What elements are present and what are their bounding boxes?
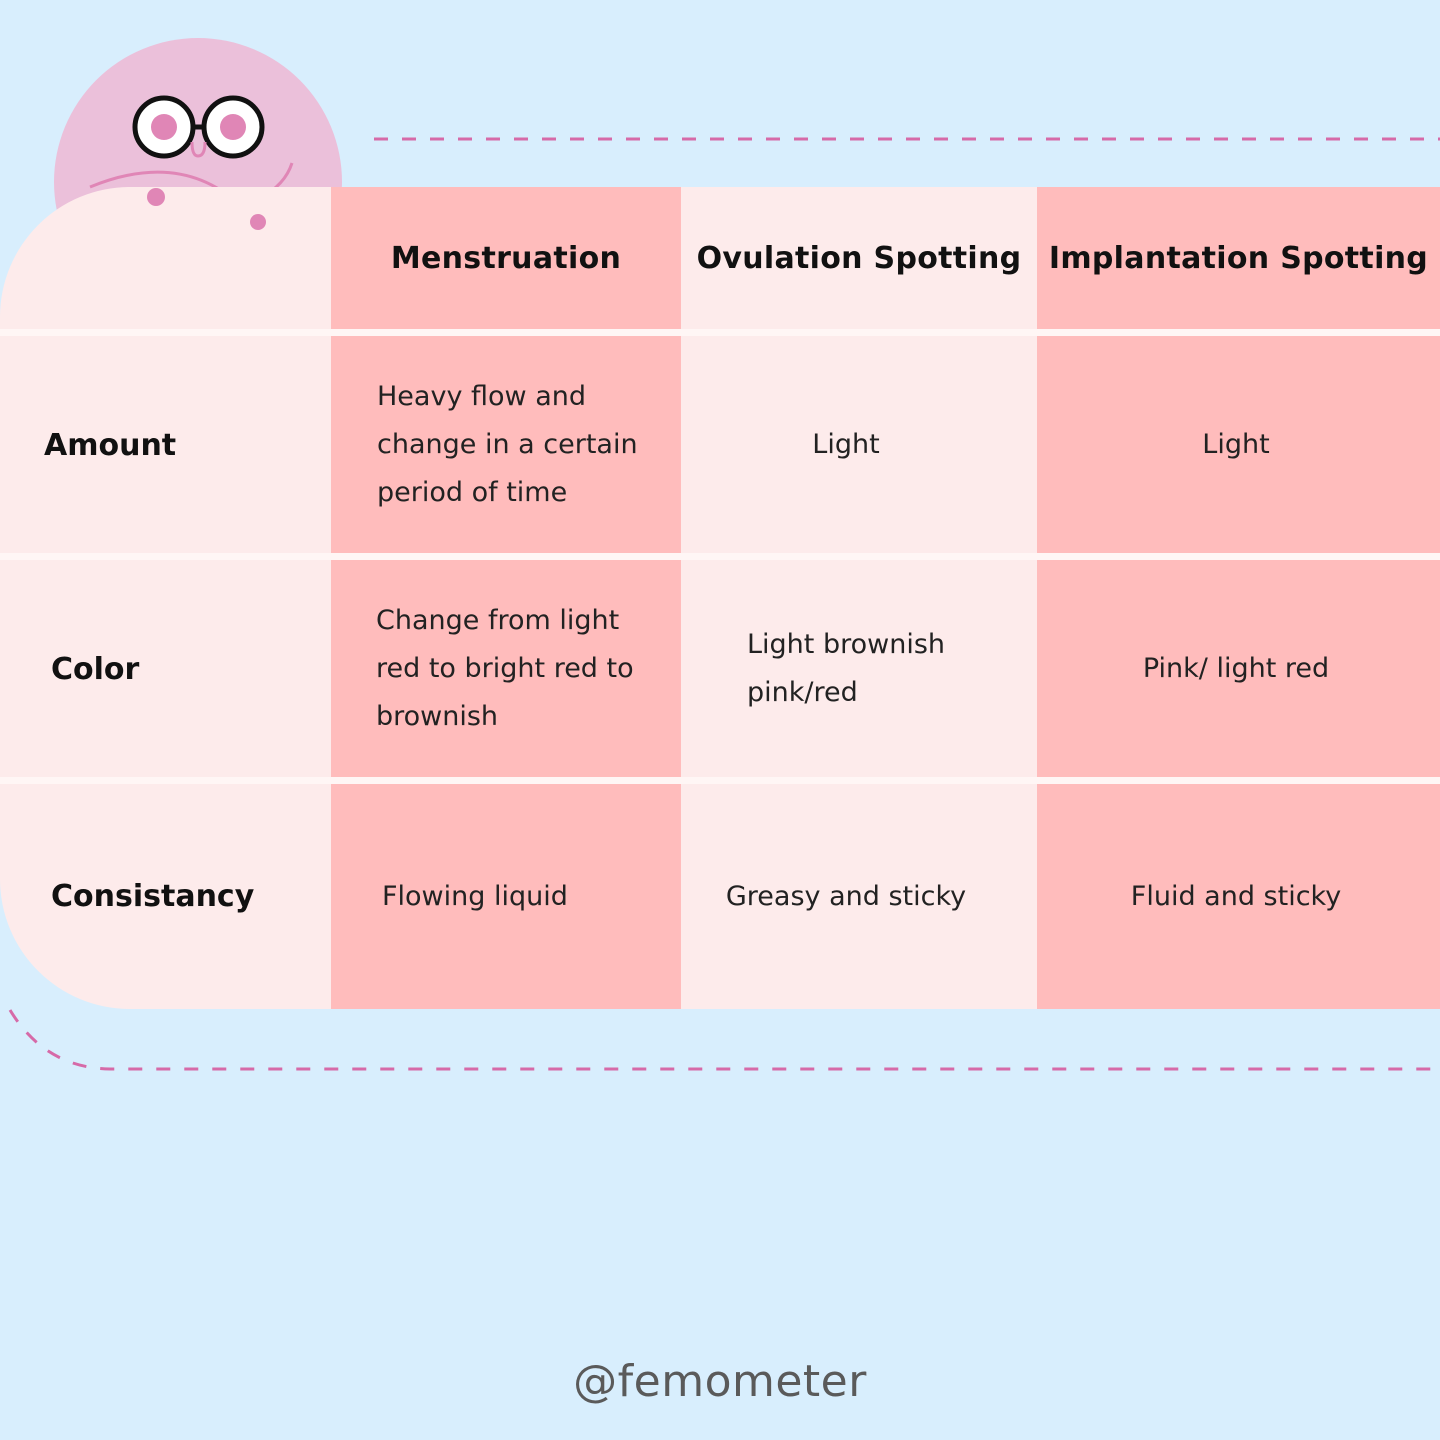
cell-amount-implantation: Light <box>1037 336 1435 554</box>
header-implantation-spotting: Implantation Spotting <box>1048 241 1429 276</box>
row-separator <box>0 777 1440 784</box>
cell-consistancy-implantation: Fluid and sticky <box>1037 784 1435 1009</box>
cell-amount-menstruation: Heavy flow and change in a certain perio… <box>377 336 677 554</box>
row-separator <box>0 553 1440 560</box>
row-label-color: Color <box>51 651 140 687</box>
cell-line: change in a certain <box>377 429 638 460</box>
comparison-table: Menstruation Ovulation Spotting Implanta… <box>0 187 1440 1009</box>
cell-line: Change from light <box>376 605 620 636</box>
cell-line: Light <box>1202 429 1270 460</box>
cell-line: Pink/ light red <box>1142 653 1330 684</box>
row-label-amount: Amount <box>44 427 177 463</box>
row-label-consistancy: Consistancy <box>51 879 255 914</box>
footer-handle: @femometer <box>573 1356 867 1407</box>
header-ovulation-spotting: Ovulation Spotting <box>696 241 1022 276</box>
cell-consistancy-ovulation: Greasy and sticky <box>681 784 1011 1009</box>
cell-line: Light <box>812 429 880 460</box>
header-menstruation: Menstruation <box>390 241 622 276</box>
cell-line: Fluid and sticky <box>1130 880 1342 912</box>
cell-consistancy-menstruation: Flowing liquid <box>382 784 677 1009</box>
cell-line: period of time <box>377 477 568 508</box>
cell-line: pink/red <box>747 677 858 708</box>
cell-line: Flowing liquid <box>382 880 568 912</box>
column-background-menstruation <box>331 187 681 1009</box>
cell-line: brownish <box>376 701 499 732</box>
mascot-hands-icon <box>147 188 266 230</box>
row-separator <box>0 329 1440 336</box>
column-background-implantation <box>1037 187 1440 1009</box>
cell-color-ovulation: Light brownish pink/red <box>747 560 1032 778</box>
cell-line: Light brownish <box>747 629 946 660</box>
cell-line: red to bright red to <box>376 653 634 684</box>
cell-color-menstruation: Change from light red to bright red to b… <box>376 560 676 778</box>
cell-line: Heavy flow and <box>377 381 586 412</box>
cell-amount-ovulation: Light <box>681 336 1011 554</box>
cell-color-implantation: Pink/ light red <box>1037 560 1435 778</box>
cell-line: Greasy and sticky <box>725 880 967 912</box>
